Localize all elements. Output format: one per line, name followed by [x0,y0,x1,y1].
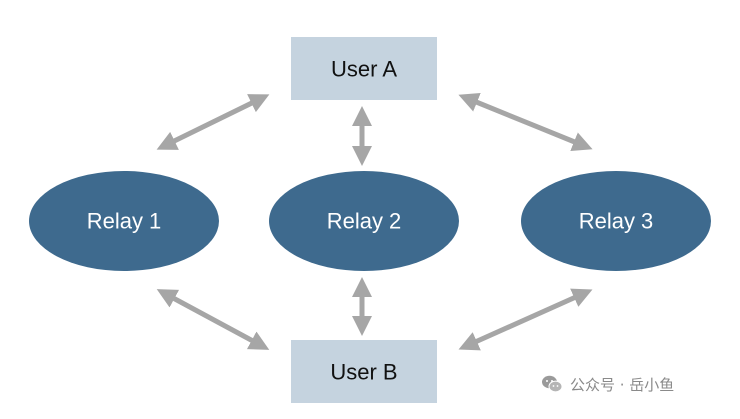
watermark-text: 公众号 · 岳小鱼 [570,375,675,394]
user-a-node: User A [291,37,437,100]
user-a-label: User A [331,57,397,82]
arrow-user-a-relay-3 [458,93,593,151]
relay-3-ellipse [521,171,711,271]
relay-3-label: Relay 3 [579,209,654,234]
watermark: 公众号 · 岳小鱼 [540,372,674,396]
relay-3-node: Relay 3 [521,171,711,271]
relay-2-node: Relay 2 [269,171,459,271]
relay-1-label: Relay 1 [87,209,162,234]
arrow-user-b-relay-1 [156,289,270,350]
user-b-box [291,340,437,403]
relay-2-ellipse [269,171,459,271]
arrow-user-a-relay-1 [156,94,270,150]
arrow-user-b-relay-3 [458,288,593,351]
user-b-label: User B [330,360,397,385]
user-b-node: User B [291,340,437,403]
wechat-icon [540,372,564,396]
user-a-box [291,37,437,100]
relay-2-label: Relay 2 [327,209,402,234]
relay-1-node: Relay 1 [29,171,219,271]
relay-1-ellipse [29,171,219,271]
connection-arrows [156,93,593,351]
